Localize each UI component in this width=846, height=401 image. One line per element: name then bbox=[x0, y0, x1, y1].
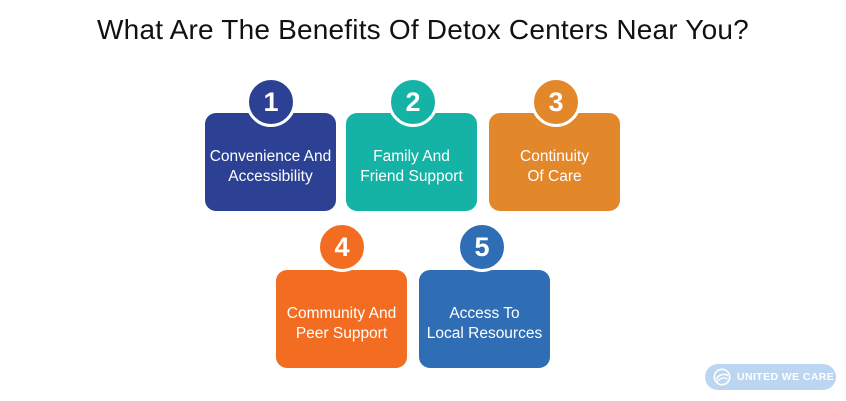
page-title: What Are The Benefits Of Detox Centers N… bbox=[97, 14, 749, 45]
benefit-label: Family And Friend Support bbox=[360, 148, 463, 185]
benefit-card-2: Family And Friend Support bbox=[346, 113, 477, 211]
brand-name: UNITED WE CARE bbox=[737, 371, 835, 383]
benefit-label: Access To Local Resources bbox=[426, 305, 543, 342]
benefit-number-badge-2: 2 bbox=[388, 77, 438, 127]
benefit-number-badge-5: 5 bbox=[457, 222, 507, 272]
benefit-number-badge-1: 1 bbox=[246, 77, 296, 127]
benefit-card-5: Access To Local Resources bbox=[419, 270, 550, 368]
benefit-card-3: Continuity Of Care bbox=[489, 113, 620, 211]
benefit-card-4: Community And Peer Support bbox=[276, 270, 407, 368]
brand-logo: UNITED WE CARE bbox=[705, 364, 836, 390]
benefit-label: Continuity Of Care bbox=[520, 148, 589, 185]
benefit-card-1: Convenience And Accessibility bbox=[205, 113, 336, 211]
benefit-number-badge-3: 3 bbox=[531, 77, 581, 127]
benefit-label: Convenience And Accessibility bbox=[209, 148, 332, 185]
united-we-care-logo-icon bbox=[713, 368, 731, 386]
benefit-label: Community And Peer Support bbox=[286, 305, 397, 342]
benefit-number-badge-4: 4 bbox=[317, 222, 367, 272]
